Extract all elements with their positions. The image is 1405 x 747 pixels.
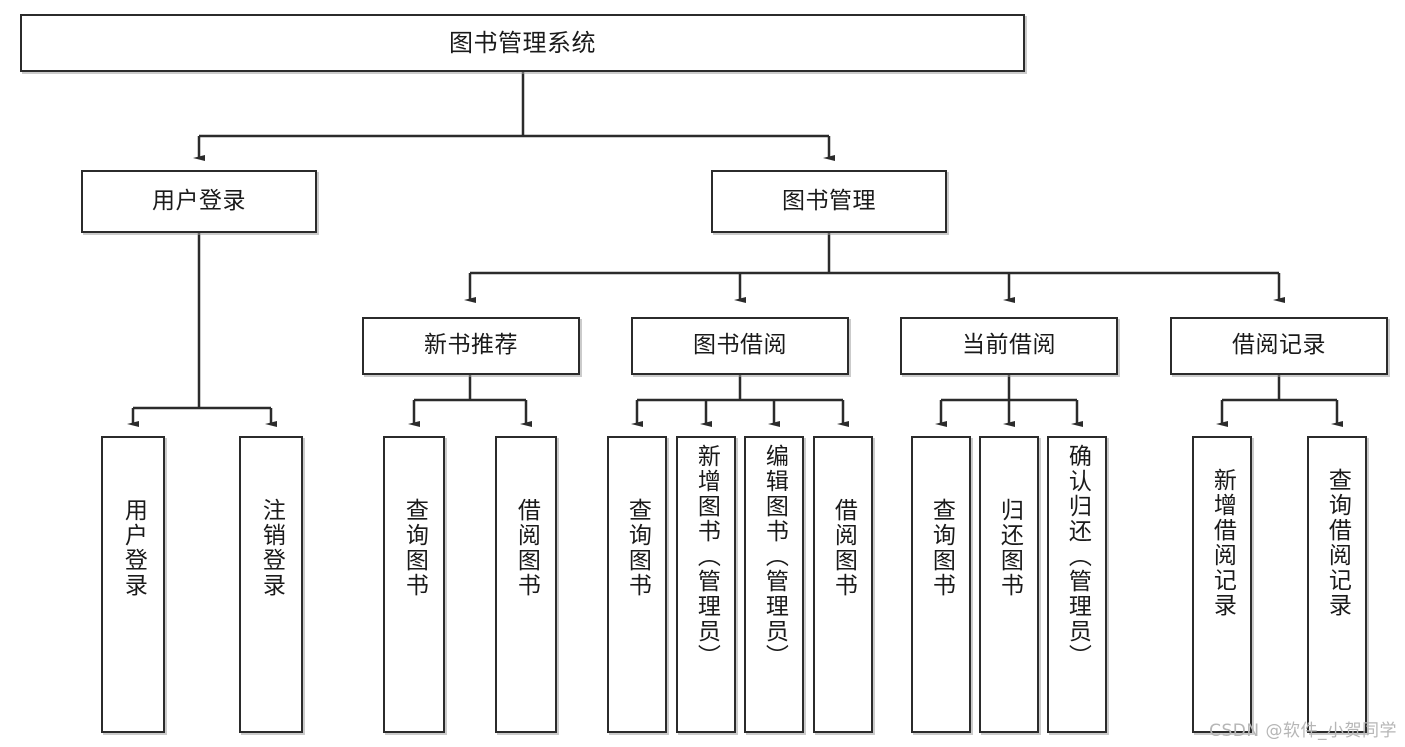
node-label: 借阅图书 — [513, 498, 540, 598]
leaf-logout[interactable]: 注销登录 — [239, 436, 303, 733]
node-user-login[interactable]: 用户登录 — [81, 170, 317, 233]
node-book-management[interactable]: 图书管理 — [711, 170, 947, 233]
node-label: 图书借阅 — [693, 332, 787, 359]
node-label: 用户登录 — [152, 187, 246, 214]
leaf-query-borrow-record[interactable]: 查询借阅记录 — [1307, 436, 1367, 733]
node-label: 新增图书（管理员） — [693, 444, 720, 669]
node-label: 归还图书 — [996, 498, 1023, 598]
leaf-add-book-admin[interactable]: 新增图书（管理员） — [676, 436, 736, 733]
node-new-book-recommend[interactable]: 新书推荐 — [362, 317, 580, 375]
leaf-query-book-recommend[interactable]: 查询图书 — [383, 436, 445, 733]
node-label: 查询图书 — [928, 498, 955, 598]
node-label: 新书推荐 — [424, 332, 518, 359]
node-label: 确认归还（管理员） — [1064, 444, 1091, 669]
node-label: 编辑图书（管理员） — [761, 444, 788, 669]
node-root-system[interactable]: 图书管理系统 — [20, 14, 1025, 72]
leaf-add-borrow-record[interactable]: 新增借阅记录 — [1192, 436, 1252, 733]
node-label: 查询借阅记录 — [1324, 468, 1351, 618]
node-book-borrow[interactable]: 图书借阅 — [631, 317, 849, 375]
node-label: 注销登录 — [258, 498, 285, 598]
leaf-query-book-current[interactable]: 查询图书 — [911, 436, 971, 733]
node-label: 查询图书 — [401, 498, 428, 598]
node-label: 新增借阅记录 — [1209, 468, 1236, 618]
leaf-borrow-book-recommend[interactable]: 借阅图书 — [495, 436, 557, 733]
watermark-text: CSDN @软件_小贺同学 — [1209, 721, 1397, 741]
leaf-query-book[interactable]: 查询图书 — [607, 436, 667, 733]
node-label: 图书管理系统 — [449, 28, 596, 57]
leaf-borrow-book[interactable]: 借阅图书 — [813, 436, 873, 733]
node-current-borrow[interactable]: 当前借阅 — [900, 317, 1118, 375]
node-label: 借阅图书 — [830, 498, 857, 598]
node-label: 当前借阅 — [962, 332, 1056, 359]
leaf-confirm-return-admin[interactable]: 确认归还（管理员） — [1047, 436, 1107, 733]
leaf-user-login[interactable]: 用户登录 — [101, 436, 165, 733]
leaf-edit-book-admin[interactable]: 编辑图书（管理员） — [744, 436, 804, 733]
leaf-return-book[interactable]: 归还图书 — [979, 436, 1039, 733]
node-label: 查询图书 — [624, 498, 651, 598]
node-label: 用户登录 — [120, 498, 147, 598]
node-label: 借阅记录 — [1232, 332, 1326, 359]
node-borrow-records[interactable]: 借阅记录 — [1170, 317, 1388, 375]
node-label: 图书管理 — [782, 187, 876, 214]
